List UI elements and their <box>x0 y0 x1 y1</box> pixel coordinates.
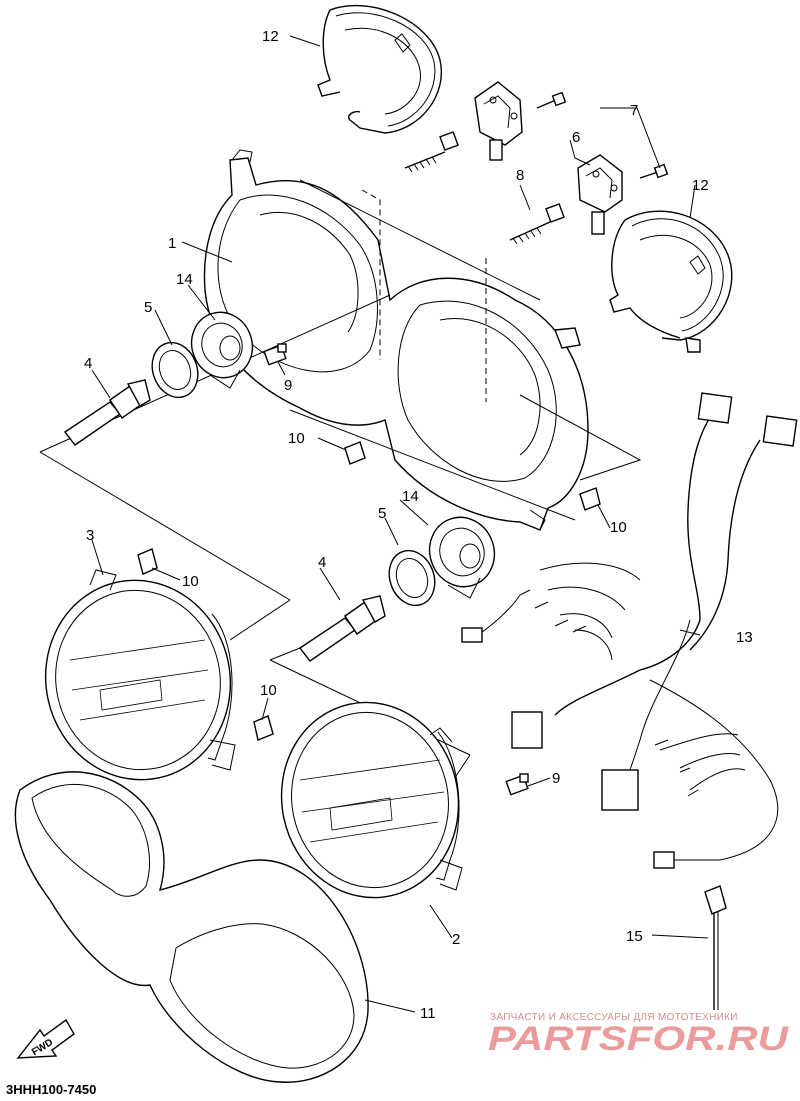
bolt-8-upper <box>404 131 459 173</box>
headlight-unit-left <box>44 569 236 781</box>
callout-2: 2 <box>452 931 460 948</box>
callout-7: 7 <box>630 102 638 119</box>
forward-arrow-icon: FWD <box>16 1018 75 1059</box>
callout-11: 11 <box>420 1005 436 1022</box>
grommet-10-a <box>344 441 366 465</box>
callout-4-upper: 4 <box>84 355 92 372</box>
callout-15: 15 <box>626 928 643 945</box>
grommet-10-b <box>579 487 601 511</box>
leader-lines <box>91 35 709 1013</box>
headlight-bezel <box>14 771 369 1083</box>
callout-3: 3 <box>86 527 94 544</box>
callout-8: 8 <box>516 167 524 184</box>
retaining-ring-upper <box>151 341 199 399</box>
rim-ring-right <box>609 210 733 353</box>
mounting-bracket-lower <box>577 154 623 235</box>
callout-10-b: 10 <box>610 519 627 536</box>
headlight-unit-right <box>280 701 463 899</box>
grommet-10-d <box>253 715 274 741</box>
callout-1: 1 <box>168 235 176 252</box>
callout-5-lower: 5 <box>378 505 386 522</box>
bulb-socket-lower <box>428 516 496 599</box>
headlight-bulb-lower <box>298 595 386 662</box>
callout-9-lower: 9 <box>552 770 560 787</box>
callout-12-upper: 12 <box>262 28 279 45</box>
watermark-brand: PARTSFOR.RU <box>488 1020 790 1058</box>
callout-12-right: 12 <box>692 177 709 194</box>
screw-7-lower <box>639 163 669 179</box>
bolt-8-lower <box>509 203 565 245</box>
watermark-tagline: ЗАПЧАСТИ И АКСЕССУАРЫ ДЛЯ МОТОТЕХНИКИ <box>490 1012 738 1023</box>
callout-6: 6 <box>572 129 580 146</box>
rim-ring-upper <box>317 4 443 134</box>
position-bulb-upper <box>263 343 287 366</box>
grommet-10-c <box>137 548 158 575</box>
wiring-harness <box>461 392 798 869</box>
callout-14-upper: 14 <box>176 271 193 288</box>
callout-10-c: 10 <box>182 573 199 590</box>
screw-7-upper <box>536 91 567 109</box>
mounting-bracket-upper <box>474 81 523 161</box>
retaining-ring-lower <box>388 549 436 607</box>
callout-10-a: 10 <box>288 430 305 447</box>
callout-10-d: 10 <box>260 682 277 699</box>
alignment-line-upper <box>361 189 381 360</box>
headlight-bulb-upper <box>63 379 151 446</box>
position-bulb-lower <box>505 773 529 796</box>
cable-tie <box>704 885 727 1010</box>
callout-9-upper: 9 <box>284 377 292 394</box>
callout-5-upper: 5 <box>144 299 152 316</box>
headlight-housing <box>203 149 589 531</box>
callout-4-lower: 4 <box>318 554 326 571</box>
callout-14-lower: 14 <box>402 488 419 505</box>
callout-13: 13 <box>736 629 753 646</box>
diagram-code: 3HHH100-7450 <box>6 1082 96 1097</box>
